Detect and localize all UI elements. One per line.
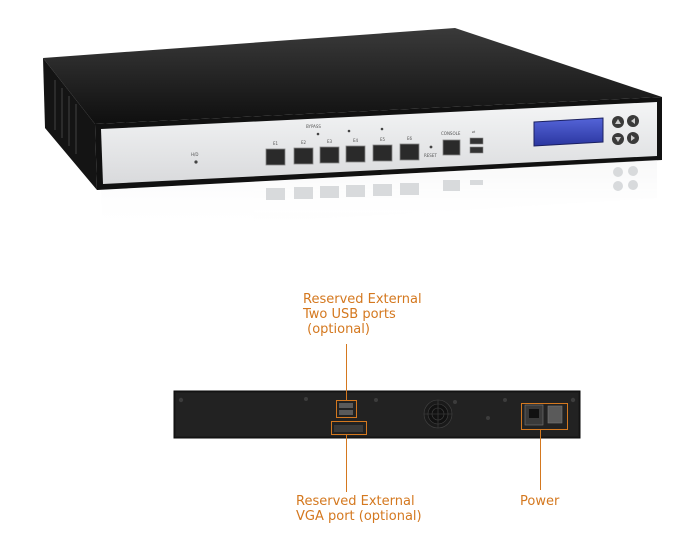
usb-callout-box — [336, 400, 357, 418]
console-label: CONSOLE — [441, 131, 461, 136]
rear-usb-port-2 — [339, 410, 353, 415]
power-leader-line — [540, 430, 541, 490]
port-label-e6: E6 — [407, 136, 413, 141]
bypass-label: BYPASS — [306, 124, 321, 129]
vga-callout-label: Reserved External VGA port (optional) — [296, 494, 422, 524]
lan-port-2 — [293, 147, 314, 165]
reset-label: RESET — [424, 153, 437, 158]
lan-ports — [265, 143, 420, 166]
vga-leader-line — [346, 435, 347, 492]
hdd-led — [194, 160, 198, 164]
port-label-e2: E2 — [301, 140, 307, 145]
chassis-top — [43, 28, 662, 124]
lan-port-5 — [372, 144, 393, 162]
rear-vga-port — [334, 425, 363, 432]
faceplate — [101, 102, 657, 184]
front-usb-port-1 — [469, 137, 484, 145]
console-port — [442, 139, 461, 156]
power-callout-label: Power — [520, 494, 560, 509]
power-switch — [547, 405, 563, 424]
power-callout-box — [521, 403, 568, 430]
port-label-e3: E3 — [327, 139, 333, 144]
lan-port-6 — [399, 143, 420, 161]
usb-icon: ⇌ — [472, 129, 476, 134]
lan-port-4 — [345, 145, 366, 163]
usb-callout-label: Reserved External Two USB ports (optiona… — [303, 292, 422, 337]
port-label-e4: E4 — [353, 138, 359, 143]
front-usb-port-2 — [469, 146, 484, 154]
side-vents — [54, 80, 77, 154]
reset-button — [429, 145, 433, 149]
reflection — [101, 160, 657, 232]
fan-grill — [423, 399, 453, 429]
lcd-display — [533, 117, 604, 147]
rear-usb-port-1 — [339, 403, 353, 408]
hdd-led-label: H/D — [191, 152, 198, 157]
lan-port-labels: E1 E2 E3 E4 E5 E6 — [273, 136, 413, 146]
vga-callout-box — [331, 421, 367, 435]
lan-port-1 — [265, 148, 286, 166]
port-label-e5: E5 — [380, 137, 386, 142]
usb-leader-line — [346, 344, 347, 400]
lan-port-3 — [319, 146, 340, 164]
port-label-e1: E1 — [273, 141, 279, 146]
